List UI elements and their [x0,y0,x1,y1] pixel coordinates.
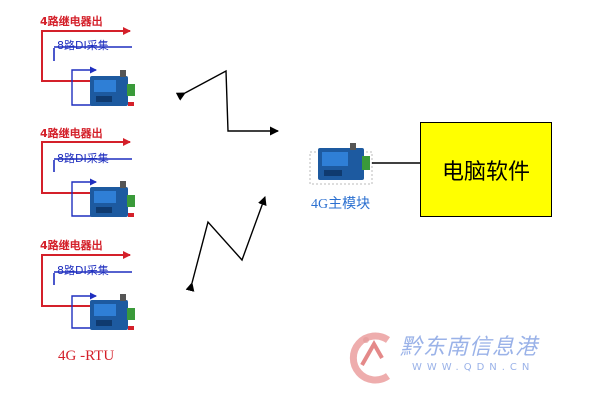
wireless-link-upper [175,69,279,136]
rtu-device-3 [90,294,135,330]
pc-software-label: 电脑软件 [441,159,530,185]
master-module-caption: 4G主模块 [311,197,371,212]
rtu-caption: 4G -RTU [58,348,115,364]
relay-output-line [41,251,131,307]
di-input-line [53,46,132,61]
relay-output-line [41,27,131,82]
relay-output-label: 4路继电器出 [40,239,103,252]
rtu-unit-1 [41,27,135,106]
di-input-label: 8路DI采集 [57,264,109,277]
di-input-line [53,271,132,285]
relay-output-label: 4路继电器出 [40,15,103,28]
rtu-device-2 [90,181,135,217]
pc-software-box: 电脑软件 [420,122,552,217]
wireless-link-lower [185,196,267,292]
relay-output-line [41,138,131,194]
watermark-logo [349,332,391,384]
di-input-label: 8路DI采集 [57,152,109,165]
watermark-url: WWW.QDN.CN [412,362,535,373]
watermark-text: 黔东南信息港 [400,335,539,360]
di-input-label: 8路DI采集 [57,39,109,52]
relay-output-label: 4路继电器出 [40,127,103,140]
rtu-device-1 [90,70,135,106]
rtu-unit-2 [41,138,135,217]
master-module [309,143,373,185]
rtu-unit-3 [41,251,135,330]
di-input-line [53,158,132,172]
